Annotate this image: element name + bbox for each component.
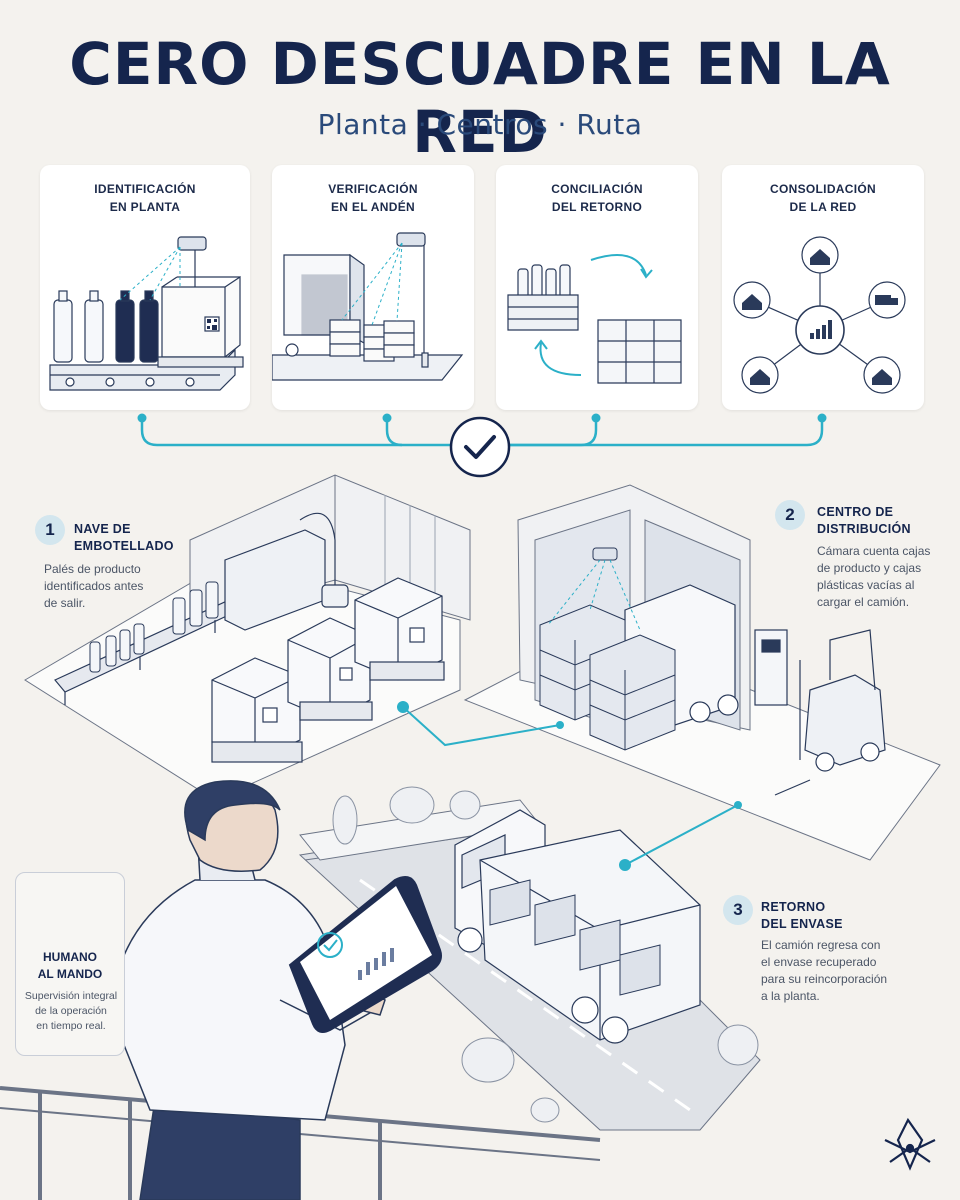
step-title-1: NAVE DE EMBOTELLADO	[74, 521, 174, 555]
step-desc-line: Palés de producto	[44, 562, 141, 576]
step-desc-line: cargar el camión.	[817, 595, 910, 609]
card-title: IDENTIFICACIÓN EN PLANTA	[40, 180, 250, 216]
human-title: HUMANO AL MANDO	[16, 949, 124, 983]
card-title: VERIFICACIÓN EN EL ANDÉN	[272, 180, 474, 216]
step-title-line: DEL ENVASE	[761, 917, 843, 931]
step-title-line: EMBOTELLADO	[74, 539, 174, 553]
card-title-line: VERIFICACIÓN	[328, 182, 418, 196]
step-number-1: 1	[35, 515, 65, 545]
return-crates-illustration	[507, 254, 682, 384]
step-title-line: RETORNO	[761, 900, 826, 914]
bottling-line-illustration	[49, 236, 244, 391]
step-title-3: RETORNO DEL ENVASE	[761, 899, 843, 933]
step-number-3: 3	[723, 895, 753, 925]
supervisor	[109, 780, 386, 1200]
human-desc-line: de la operación	[35, 1005, 107, 1017]
tablet	[288, 875, 442, 1033]
page-subtitle: Planta · Centros · Ruta	[317, 108, 643, 141]
truck-crates	[489, 879, 661, 996]
brand-logo-icon	[884, 1117, 936, 1171]
filling-machine	[224, 512, 349, 631]
bottles	[89, 581, 219, 673]
card-title-line: CONSOLIDACIÓN	[770, 182, 876, 196]
card-consolidacion: CONSOLIDACIÓN DE LA RED	[722, 165, 924, 410]
step-desc-line: el envase recuperado	[761, 955, 877, 969]
card-title-line: IDENTIFICACIÓN	[94, 182, 196, 196]
step-desc-line: a la planta.	[761, 989, 820, 1003]
page-title: CERO DESCUADRE EN LA RED	[69, 30, 891, 166]
step-desc-line: de salir.	[44, 596, 86, 610]
step-title-line: DISTRIBUCIÓN	[817, 522, 911, 536]
human-title-line: HUMANO	[43, 950, 97, 964]
human-desc: Supervisión integral de la operación en …	[20, 989, 122, 1034]
step-number-2: 2	[775, 500, 805, 530]
forklift	[754, 629, 886, 796]
loading-dock-illustration	[272, 232, 464, 381]
product-pallets	[211, 577, 445, 763]
stage-connector	[140, 418, 824, 447]
step-desc-line: identificados antes	[44, 579, 144, 593]
check-icon	[449, 416, 511, 478]
step-desc-line: plásticas vacías al	[817, 578, 915, 592]
card-title: CONSOLIDACIÓN DE LA RED	[722, 180, 924, 216]
card-title-line: CONCILIACIÓN	[551, 182, 643, 196]
step-title-line: NAVE DE	[74, 522, 131, 536]
step-title-line: CENTRO DE	[817, 505, 894, 519]
human-desc-line: Supervisión integral	[24, 990, 118, 1002]
card-identificacion: IDENTIFICACIÓN EN PLANTA	[40, 165, 250, 410]
step-desc-line: Cámara cuenta cajas	[817, 544, 931, 558]
step-desc-1: Palés de producto identificados antes de…	[44, 561, 143, 612]
card-title-line: DE LA RED	[789, 200, 857, 214]
card-title-line: EN PLANTA	[109, 200, 181, 214]
card-conciliacion: CONCILIACIÓN DEL RETORNO	[496, 165, 698, 410]
step-desc-line: El camión regresa con	[761, 938, 881, 952]
network-hub-illustration	[733, 236, 906, 394]
human-title-line: AL MANDO	[37, 967, 103, 981]
crate-stacks	[539, 604, 676, 751]
step-desc-2: Cámara cuenta cajas de producto y cajas …	[817, 543, 930, 611]
step-desc-3: El camión regresa con el envase recupera…	[761, 937, 887, 1005]
human-in-control-box: HUMANO AL MANDO Supervisión integral de …	[15, 872, 125, 1056]
camera-icon	[592, 547, 618, 561]
trees	[332, 786, 759, 1123]
card-title-line: EN EL ANDÉN	[331, 200, 415, 214]
card-title-line: DEL RETORNO	[551, 200, 643, 214]
human-desc-line: en tiempo real.	[36, 1020, 106, 1032]
step-desc-line: de producto y cajas	[817, 561, 922, 575]
card-verificacion: VERIFICACIÓN EN EL ANDÉN	[272, 165, 474, 410]
card-title: CONCILIACIÓN DEL RETORNO	[496, 180, 698, 216]
step-desc-line: para su reincorporación	[761, 972, 888, 986]
step-title-2: CENTRO DE DISTRIBUCIÓN	[817, 504, 911, 538]
